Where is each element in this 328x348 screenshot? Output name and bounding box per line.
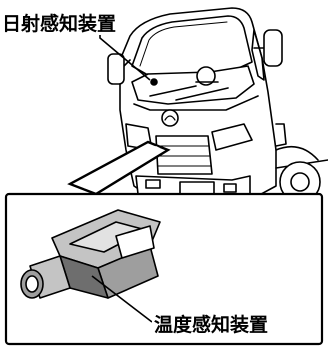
front-panel-line <box>133 95 259 111</box>
rear-wheel-hub <box>290 172 310 192</box>
temperature-sensor-leader <box>91 275 153 323</box>
right-mirror <box>263 29 283 67</box>
license-plate <box>179 181 215 195</box>
side-step <box>275 123 287 147</box>
wiper-right <box>175 87 229 101</box>
wiper-left <box>149 85 197 97</box>
sunlight-sensor-label: 日射感知装置 <box>2 13 119 35</box>
right-headlight <box>211 123 253 151</box>
temperature-sensor-detail <box>4 192 324 346</box>
emblem-outer <box>161 109 179 127</box>
left-mirror <box>107 53 125 85</box>
sensor-nozzle-hole <box>25 275 39 293</box>
sunlight-sensor-point <box>150 78 158 86</box>
side-window <box>251 29 265 81</box>
sensor-clip <box>115 225 155 259</box>
front-grille <box>155 135 213 175</box>
windshield <box>131 15 253 77</box>
truck-illustration <box>107 7 328 213</box>
temperature-sensor-label: 温度感知装置 <box>152 314 271 336</box>
dashboard-panel <box>131 65 255 105</box>
wheel-arch <box>275 145 319 161</box>
fog-lamp-left <box>145 179 161 189</box>
windshield-inner-line <box>139 21 228 67</box>
emblem-mark <box>164 115 176 121</box>
fog-lamp-right <box>223 183 237 193</box>
sunlight-sensor-dome <box>196 66 216 86</box>
